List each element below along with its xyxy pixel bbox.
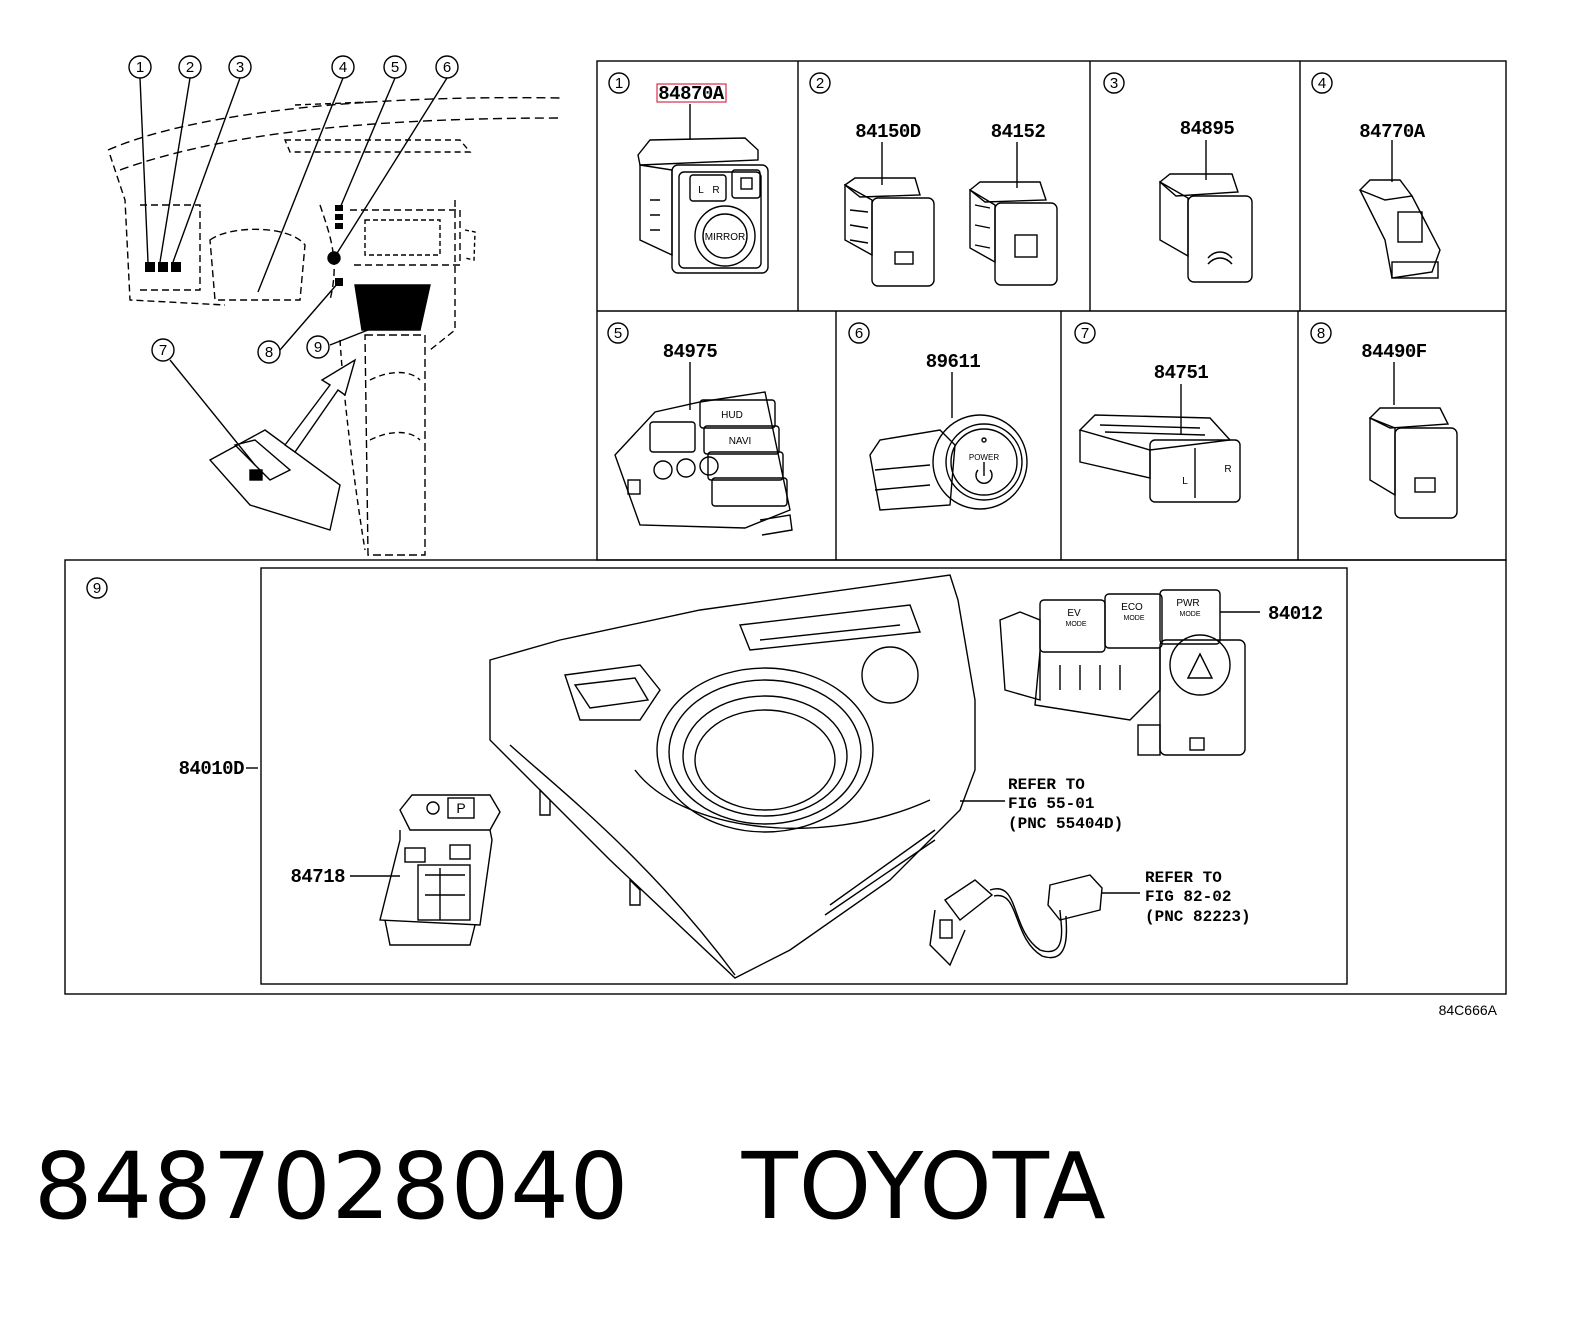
seat-heater-switch-drawing — [1078, 384, 1241, 503]
callout-7: 7 — [159, 342, 167, 359]
seat-r-label: R — [1224, 464, 1231, 475]
part-84152-label[interactable]: 84152 — [991, 121, 1046, 143]
part-84718-label[interactable]: 84718 — [290, 866, 345, 888]
part-84895-label[interactable]: 84895 — [1180, 118, 1235, 140]
ref1-line2: FIG 55-01 — [1008, 795, 1094, 813]
callout-1: 1 — [136, 59, 144, 76]
ref2-line2: FIG 82-02 — [1145, 888, 1231, 906]
mirror-r-label: R — [712, 185, 719, 196]
panel-1-number: 1 — [615, 75, 623, 92]
mirror-switch-drawing — [637, 83, 769, 274]
panel-7-number: 7 — [1081, 325, 1089, 342]
panel-callout-labels: 1 2 3 4 5 6 7 8 9 — [93, 75, 1326, 597]
overview-callouts — [128, 55, 459, 364]
switch-84152-drawing — [968, 142, 1058, 286]
panel-3-number: 3 — [1110, 75, 1118, 92]
switch-84770a-drawing — [1358, 140, 1441, 279]
callout-8: 8 — [265, 344, 273, 361]
connector-harness-drawing — [929, 874, 1140, 967]
panel-9-number: 9 — [93, 580, 101, 597]
ev-label: EV — [1067, 608, 1081, 619]
ref2-line1: REFER TO — [1145, 869, 1222, 887]
mirror-l-label: L — [698, 185, 704, 196]
part-84010d-label[interactable]: 84010D — [179, 758, 245, 780]
power-label: POWER — [969, 453, 999, 462]
hud-label: HUD — [721, 410, 743, 421]
panel-6-number: 6 — [855, 325, 863, 342]
callout-9: 9 — [314, 339, 322, 356]
ev-mode-label: MODE — [1066, 621, 1087, 628]
mirror-label: MIRROR — [705, 232, 746, 243]
panel-grid — [64, 60, 1507, 995]
switch-84150d-drawing — [843, 142, 935, 287]
callout-5: 5 — [391, 59, 399, 76]
pwr-mode-label: MODE — [1180, 611, 1201, 618]
mode-switch-84012-drawing — [999, 589, 1260, 756]
footer-part-number: 8487028040 — [34, 1133, 630, 1240]
callout-4: 4 — [339, 59, 347, 76]
footer: 8487028040 TOYOTA — [34, 1133, 1107, 1240]
switch-84975-drawing — [614, 362, 793, 536]
park-p-label: P — [456, 800, 465, 816]
switch-84895-drawing — [1158, 140, 1253, 283]
pwr-label: PWR — [1176, 598, 1199, 609]
part-numbers: 84870A 84150D 84152 84895 84770A 84975 8… — [179, 83, 1428, 888]
switch-84490f-drawing — [1368, 362, 1458, 519]
reference-notes: REFER TO FIG 55-01 (PNC 55404D) REFER TO… — [1008, 776, 1251, 926]
seat-l-label: L — [1182, 476, 1188, 487]
diagram-code: 84C666A — [1439, 1002, 1498, 1018]
console-panel-drawing — [246, 574, 1005, 979]
navi-label: NAVI — [729, 436, 752, 447]
part-84870a-label[interactable]: 84870A — [658, 83, 725, 105]
panel-5-number: 5 — [614, 325, 622, 342]
part-89611-label[interactable]: 89611 — [926, 351, 981, 373]
switch-face-labels: MIRROR L R HUD NAVI POWER L R EV MODE EC… — [456, 185, 1231, 816]
park-switch-84718-drawing — [350, 794, 501, 946]
panel-callouts — [86, 72, 1333, 599]
eco-label: ECO — [1121, 602, 1143, 613]
part-84975-label[interactable]: 84975 — [663, 341, 718, 363]
part-84770a-label[interactable]: 84770A — [1359, 121, 1426, 143]
panel-2-number: 2 — [816, 75, 824, 92]
callout-2: 2 — [186, 59, 194, 76]
callout-6: 6 — [443, 59, 451, 76]
callout-3: 3 — [236, 59, 244, 76]
ref1-line3: (PNC 55404D) — [1008, 815, 1123, 833]
power-switch-drawing — [869, 372, 1028, 511]
part-84150d-label[interactable]: 84150D — [855, 121, 921, 143]
panel-8-number: 8 — [1317, 325, 1325, 342]
footer-brand: TOYOTA — [741, 1133, 1107, 1240]
part-84490f-label[interactable]: 84490F — [1361, 341, 1427, 363]
ref1-line1: REFER TO — [1008, 776, 1085, 794]
overview-callout-labels: 1 2 3 4 5 6 7 8 9 — [136, 59, 451, 361]
part-84751-label[interactable]: 84751 — [1154, 362, 1209, 384]
panel-4-number: 4 — [1318, 75, 1326, 92]
ref2-line3: (PNC 82223) — [1145, 908, 1251, 926]
dashboard-overview — [107, 77, 561, 556]
part-84012-label[interactable]: 84012 — [1268, 603, 1323, 625]
eco-mode-label: MODE — [1124, 615, 1145, 622]
